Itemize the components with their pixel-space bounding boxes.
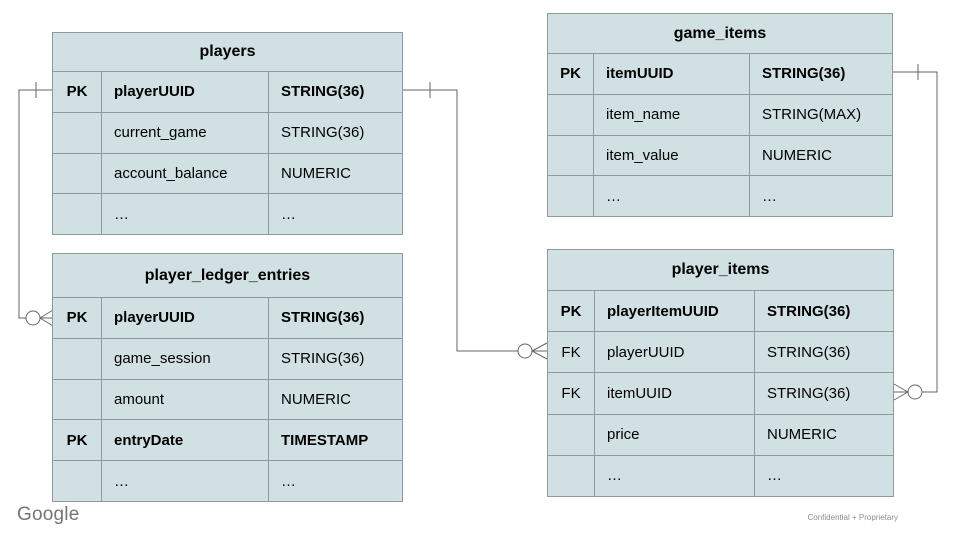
cell-name: item_value [593,135,749,176]
cell-type: … [268,461,402,501]
cell-type: TIMESTAMP [268,420,402,461]
table-title-players: players [199,43,256,60]
cell-type: STRING(36) [749,54,892,94]
relationship-line [403,89,518,352]
zero-cardinality-circle-icon [25,310,41,326]
cell-name: … [593,176,749,216]
cell-key [53,154,101,194]
cell-type: STRING(36) [754,332,893,373]
cell-type: NUMERIC [268,379,402,420]
cell-type: … [268,194,402,234]
table-title-player_items: player_items [671,261,770,278]
cell-name: account_balance [101,153,268,194]
cell-name: item_name [593,94,749,135]
relationship-players-player_items [403,82,548,360]
google-logo: Google [17,504,80,525]
cell-name: price [594,414,754,455]
cell-name: itemUUID [593,54,749,94]
cell-key [53,113,101,153]
relationship-game_items-player_items [893,64,938,401]
cell-type: NUMERIC [754,414,893,455]
cell-type: STRING(36) [268,112,402,153]
cell-key [548,456,594,496]
table-row: …… [53,460,402,501]
cell-name: itemUUID [594,373,754,414]
cell-name: playerUUID [101,72,268,112]
cell-name: … [594,455,754,497]
many-crowfoot-icon [531,342,548,360]
cell-type: STRING(36) [268,72,402,112]
cell-type: … [749,176,892,216]
cell-type: NUMERIC [268,153,402,194]
cell-name: playerUUID [594,332,754,373]
relationship-players-player_ledger_entries [18,82,54,327]
cell-key [53,461,101,501]
confidential-note: Confidential + Proprietary [807,513,899,522]
cell-key: PK [66,431,88,449]
cell-key: PK [560,65,581,83]
cell-key [53,194,101,234]
cell-name: entryDate [101,420,268,461]
table-title-player_ledger_entries: player_ledger_entries [144,266,311,284]
cell-key [53,380,101,420]
cell-name: amount [101,379,268,420]
cell-type: STRING(MAX) [749,94,892,135]
cell-key: PK [560,302,582,320]
zero-cardinality-circle-icon [907,384,923,400]
relationship-line [18,89,52,319]
many-crowfoot-icon [893,383,909,401]
cell-key: FK [561,343,581,361]
table-row: …… [548,175,892,216]
cell-key: PK [66,83,88,101]
cell-key [548,415,594,455]
cell-key [53,339,101,379]
cell-type: … [754,455,893,497]
table-title-game_items: game_items [673,24,767,42]
cell-name: game_session [101,338,268,379]
table-row: …… [548,454,893,497]
cell-key [548,136,593,176]
cell-name: current_game [101,112,268,153]
cell-name: … [101,461,268,501]
cell-key [548,95,593,135]
cell-type: STRING(36) [754,373,893,414]
cell-key: PK [66,309,88,327]
cell-name: … [101,194,268,234]
cell-name: playerUUID [101,298,268,338]
zero-cardinality-circle-icon [517,343,533,359]
cell-type: STRING(36) [268,298,402,338]
cell-type: STRING(36) [754,291,893,332]
table-row: …… [53,193,402,234]
cell-type: NUMERIC [749,135,892,176]
cell-name: playerItemUUID [594,291,754,332]
cell-type: STRING(36) [268,338,402,379]
cell-key: FK [561,385,581,402]
relationship-line [893,71,938,393]
cell-key [548,176,593,216]
